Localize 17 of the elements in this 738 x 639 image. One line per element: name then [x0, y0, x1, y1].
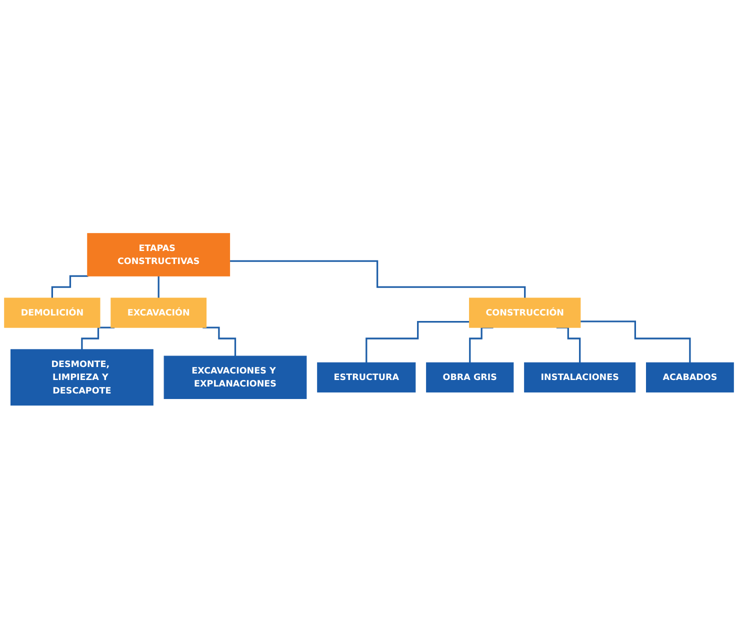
node-box: ETAPAS CONSTRUCTIVAS — [87, 233, 230, 277]
node-box: DESMONTE, LIMPIEZA Y DESCAPOTE — [10, 349, 154, 406]
node-box: EXCAVACIÓN — [110, 298, 207, 328]
node-box: OBRA GRIS — [426, 362, 514, 393]
connector — [158, 275, 160, 299]
node-box: INSTALACIONES — [524, 362, 636, 393]
node-box: ESTRUCTURA — [317, 362, 416, 393]
connector — [202, 326, 236, 357]
node-box: DEMOLICIÓN — [4, 298, 100, 328]
node-box: CONSTRUCCIÓN — [469, 298, 581, 328]
connector — [81, 326, 115, 350]
connector — [580, 320, 691, 364]
connector — [51, 275, 88, 299]
node-box: EXCAVACIONES Y EXPLANACIONES — [164, 356, 307, 400]
connector — [230, 260, 526, 299]
node-box: ACABADOS — [646, 362, 734, 393]
connector — [366, 321, 470, 364]
